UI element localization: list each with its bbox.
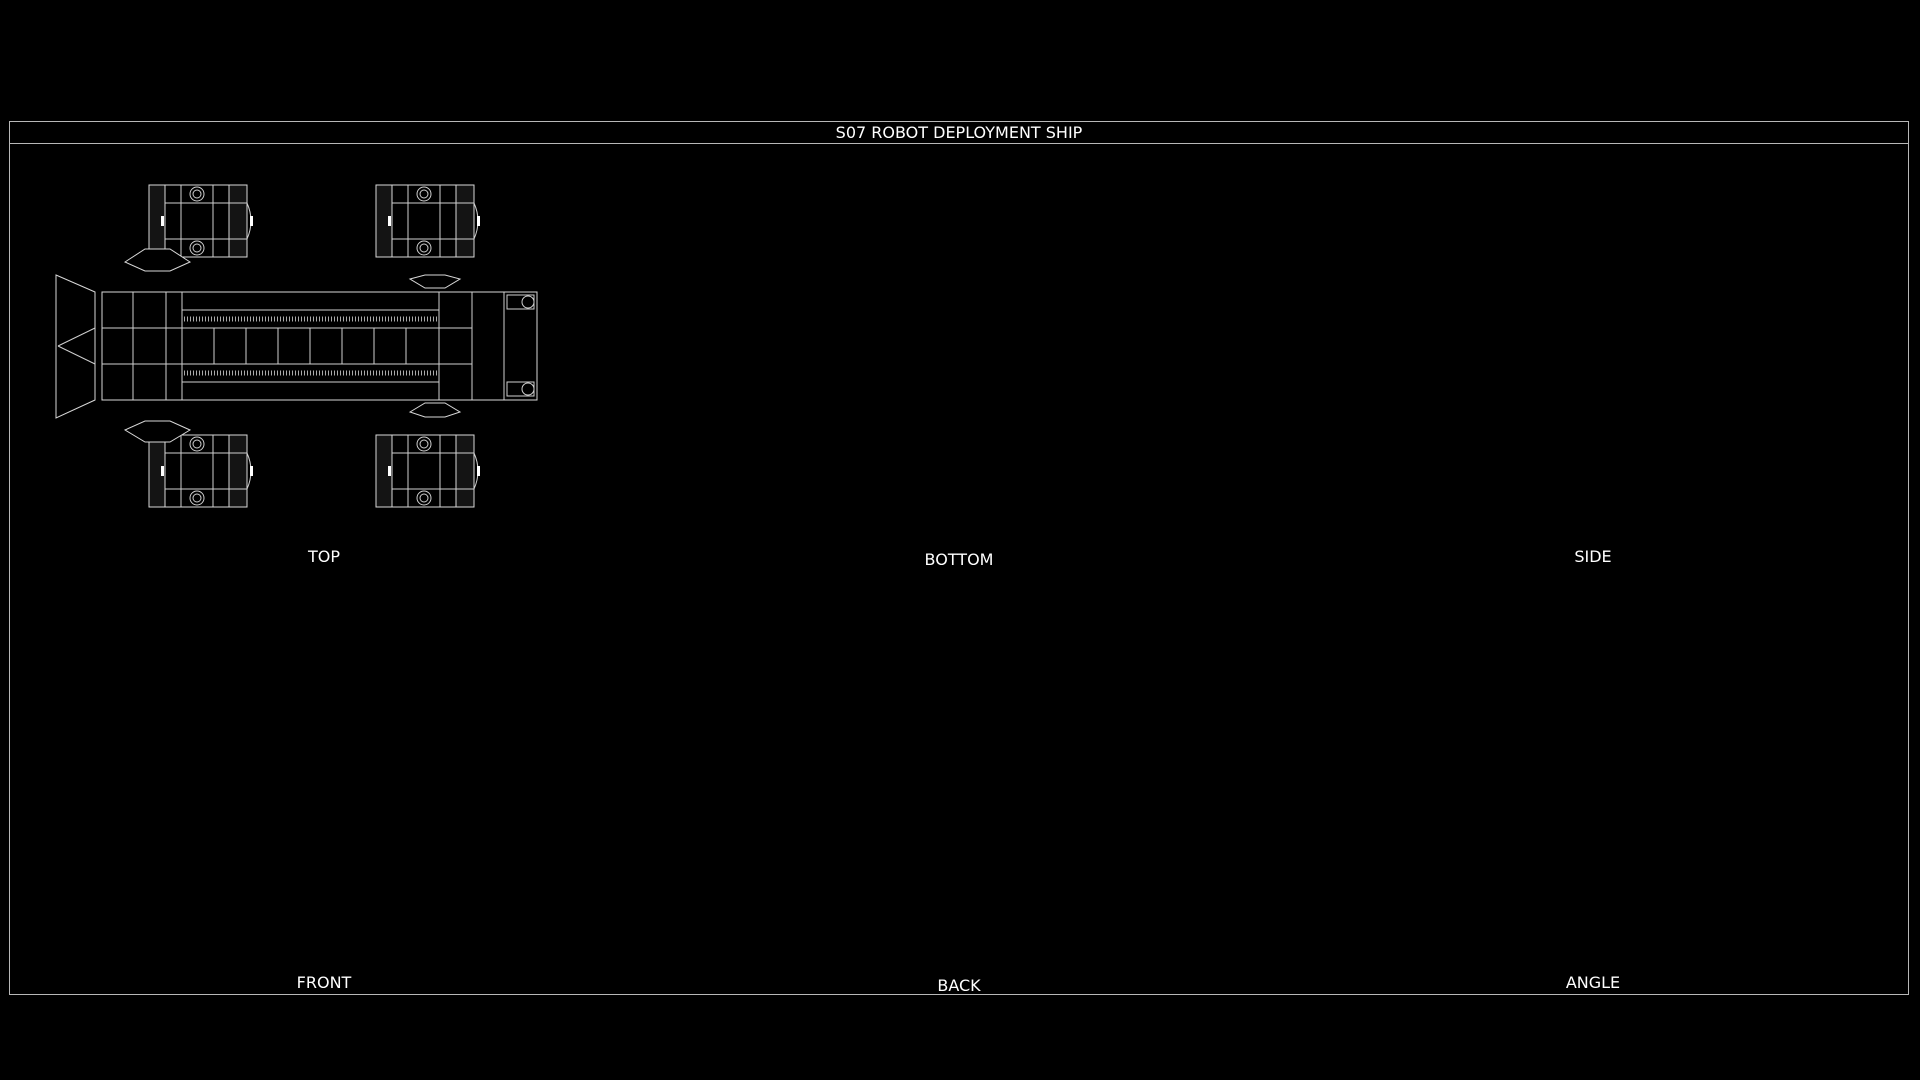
drawing-sheet-frame: S07 ROBOT DEPLOYMENT SHIP [9,121,1909,995]
top-view-drawing [56,184,537,508]
view-label-side: SIDE [1574,547,1612,566]
view-label-back: BACK [937,976,981,995]
view-label-top: TOP [307,547,341,566]
sheet-title: S07 ROBOT DEPLOYMENT SHIP [10,122,1908,144]
view-label-front: FRONT [296,973,352,992]
view-label-bottom: BOTTOM [924,550,994,569]
view-label-angle: ANGLE [1565,973,1621,992]
